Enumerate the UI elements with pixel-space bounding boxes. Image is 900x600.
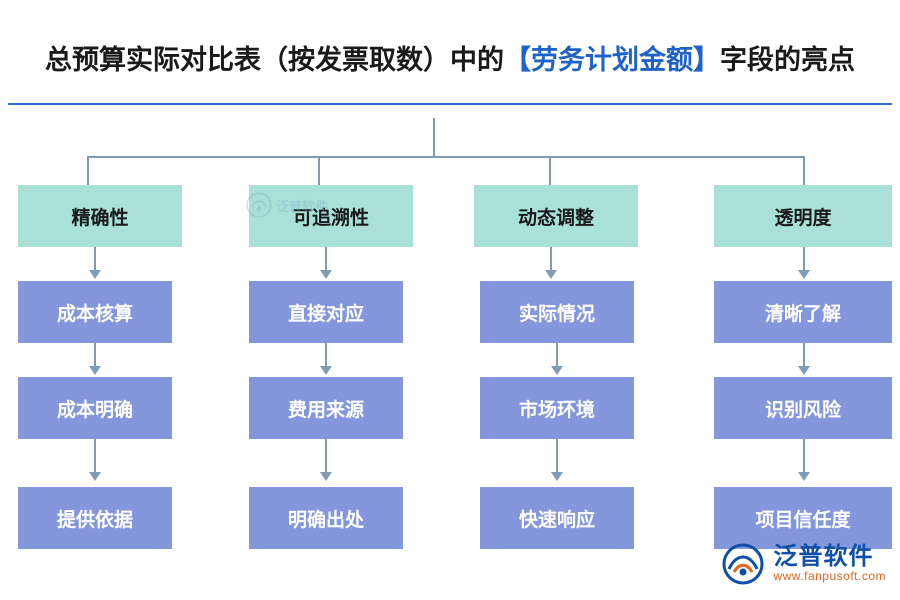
arrow-col-3-item-1-to-2: [551, 366, 563, 375]
item-box-col-4-2-label: 识别风险: [764, 399, 841, 421]
connector-drop-col-2: [318, 156, 320, 185]
arrow-col-3-head-to-item-1: [545, 270, 557, 279]
brand-logo: 泛普软件 www.fanpusoft.com: [721, 542, 886, 586]
page-title-prefix: 总预算实际对比表（按发票取数）中的: [45, 45, 504, 75]
connector-col-1-head-to-item-1: [94, 247, 96, 272]
connector-horizontal-bus: [87, 156, 805, 158]
item-box-col-3-1[interactable]: 实际情况: [480, 281, 634, 343]
arrow-col-1-item-1-to-2: [89, 366, 101, 375]
connector-col-3-item-2-to-3: [556, 439, 558, 474]
item-box-col-1-2-label: 成本明确: [56, 399, 133, 421]
item-box-col-3-1-label: 实际情况: [518, 303, 595, 325]
head-box-col-2[interactable]: 可追溯性: [249, 185, 413, 247]
connector-col-3-item-1-to-2: [556, 343, 558, 368]
item-box-col-4-2[interactable]: 识别风险: [714, 377, 892, 439]
item-box-col-3-2-label: 市场环境: [518, 399, 595, 421]
item-box-col-3-2[interactable]: 市场环境: [480, 377, 634, 439]
head-box-col-1[interactable]: 精确性: [18, 185, 182, 247]
arrow-col-4-item-1-to-2: [798, 366, 810, 375]
connector-drop-col-1: [87, 156, 89, 185]
item-box-col-2-1-label: 直接对应: [287, 303, 364, 325]
page-title: 总预算实际对比表（按发票取数）中的【劳务计划金额】字段的亮点: [0, 38, 900, 77]
item-box-col-3-3-label: 快速响应: [518, 509, 595, 531]
item-box-col-2-3-label: 明确出处: [287, 509, 364, 531]
item-box-col-1-1[interactable]: 成本核算: [18, 281, 172, 343]
connector-drop-col-4: [803, 156, 805, 185]
item-box-col-4-3[interactable]: 项目信任度: [714, 487, 892, 549]
title-underline: [8, 103, 892, 105]
item-box-col-1-1-label: 成本核算: [56, 303, 133, 325]
head-box-col-4[interactable]: 透明度: [714, 185, 892, 247]
connector-col-1-item-1-to-2: [94, 343, 96, 368]
brand-name-cn: 泛普软件: [773, 544, 874, 571]
head-box-col-3[interactable]: 动态调整: [474, 185, 638, 247]
page-title-highlight: 【劳务计划金额】: [504, 45, 720, 75]
head-box-col-4-label: 透明度: [774, 207, 832, 229]
item-box-col-2-2-label: 费用来源: [287, 399, 364, 421]
head-box-col-3-label: 动态调整: [517, 207, 594, 229]
connector-root-stem: [433, 118, 435, 156]
page-title-suffix: 字段的亮点: [720, 45, 855, 75]
item-box-col-2-1[interactable]: 直接对应: [249, 281, 403, 343]
arrow-col-2-head-to-item-1: [320, 270, 332, 279]
connector-col-2-item-2-to-3: [325, 439, 327, 474]
item-box-col-2-3[interactable]: 明确出处: [249, 487, 403, 549]
item-box-col-2-2[interactable]: 费用来源: [249, 377, 403, 439]
head-box-col-1-label: 精确性: [71, 207, 129, 229]
brand-logo-text: 泛普软件 www.fanpusoft.com: [773, 544, 886, 584]
arrow-col-1-head-to-item-1: [89, 270, 101, 279]
connector-col-3-head-to-item-1: [550, 247, 552, 272]
item-box-col-4-1[interactable]: 清晰了解: [714, 281, 892, 343]
item-box-col-4-3-label: 项目信任度: [755, 509, 851, 531]
connector-col-4-item-1-to-2: [803, 343, 805, 368]
head-box-col-2-label: 可追溯性: [292, 207, 369, 229]
connector-col-2-item-1-to-2: [325, 343, 327, 368]
connector-col-4-head-to-item-1: [803, 247, 805, 272]
connector-drop-col-3: [549, 156, 551, 185]
item-box-col-1-3[interactable]: 提供依据: [18, 487, 172, 549]
item-box-col-4-1-label: 清晰了解: [764, 303, 841, 325]
arrow-col-1-item-2-to-3: [89, 472, 101, 481]
arrow-col-2-item-1-to-2: [320, 366, 332, 375]
connector-col-4-item-2-to-3: [803, 439, 805, 474]
item-box-col-1-2[interactable]: 成本明确: [18, 377, 172, 439]
item-box-col-3-3[interactable]: 快速响应: [480, 487, 634, 549]
arrow-col-4-head-to-item-1: [798, 270, 810, 279]
connector-col-2-head-to-item-1: [325, 247, 327, 272]
arrow-col-4-item-2-to-3: [798, 472, 810, 481]
brand-url: www.fanpusoft.com: [773, 569, 886, 584]
item-box-col-1-3-label: 提供依据: [56, 509, 133, 531]
arrow-col-3-item-2-to-3: [551, 472, 563, 481]
connector-col-1-item-2-to-3: [94, 439, 96, 474]
brand-logo-icon: [721, 542, 765, 586]
arrow-col-2-item-2-to-3: [320, 472, 332, 481]
